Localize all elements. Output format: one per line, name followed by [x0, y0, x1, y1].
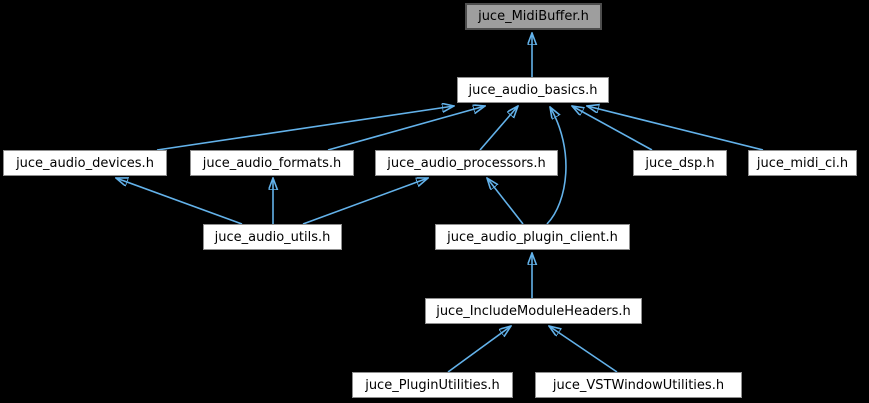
- node-juce-vstwindowutilities[interactable]: juce_VSTWindowUtilities.h: [535, 372, 742, 398]
- edge-plugin-client-to-basics: [546, 107, 567, 225]
- edge-pluginutilities-to-imh: [447, 326, 511, 373]
- edge-processors-to-basics: [479, 106, 518, 151]
- node-juce-audio-processors[interactable]: juce_audio_processors.h: [375, 150, 558, 176]
- edge-devices-to-basics: [156, 106, 454, 151]
- node-juce-midibuffer: juce_MidiBuffer.h: [465, 3, 602, 30]
- node-juce-includemoduleheaders[interactable]: juce_IncludeModuleHeaders.h: [425, 298, 642, 324]
- edge-utils-to-processors: [302, 178, 428, 225]
- node-juce-midi-ci[interactable]: juce_midi_ci.h: [748, 150, 857, 176]
- edge-utils-to-devices: [116, 178, 243, 225]
- node-juce-pluginutilities[interactable]: juce_PluginUtilities.h: [352, 372, 513, 398]
- node-juce-audio-basics[interactable]: juce_audio_basics.h: [457, 77, 609, 103]
- node-juce-dsp[interactable]: juce_dsp.h: [633, 150, 727, 176]
- node-juce-audio-formats[interactable]: juce_audio_formats.h: [190, 150, 354, 176]
- edge-midi-ci-to-basics: [587, 106, 764, 151]
- edge-dsp-to-basics: [572, 106, 653, 151]
- node-juce-audio-utils[interactable]: juce_audio_utils.h: [203, 224, 342, 250]
- edge-vstwindowutilities-to-imh: [549, 326, 618, 373]
- edge-plugin-client-to-processors: [487, 178, 524, 225]
- node-juce-audio-devices[interactable]: juce_audio_devices.h: [3, 150, 167, 176]
- node-juce-audio-plugin-client[interactable]: juce_audio_plugin_client.h: [435, 224, 630, 250]
- edge-formats-to-basics: [327, 106, 485, 151]
